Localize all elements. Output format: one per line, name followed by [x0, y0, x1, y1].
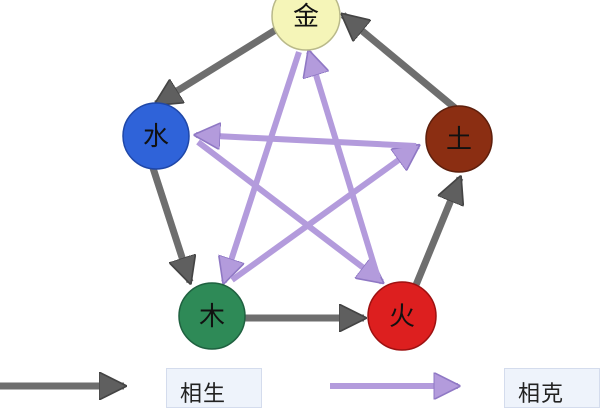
arrow-water-to-wood [149, 166, 190, 282]
arrow-fire-to-earth [412, 178, 460, 287]
node-wood-label: 木 [199, 302, 225, 332]
node-earth-circle [425, 105, 493, 173]
arrow-fire-to-metal [309, 52, 381, 279]
element-nodes: 金 水 土 木 火 [122, 0, 493, 351]
node-wood: 木 [178, 282, 246, 350]
node-earth-label: 土 [446, 125, 472, 155]
node-metal-label: 金 [293, 2, 319, 32]
arrow-water-to-fire [196, 139, 382, 282]
node-metal: 金 [271, 0, 341, 51]
node-water: 水 [122, 102, 190, 170]
legend-overcome-label: 相克 [518, 382, 565, 407]
arrow-metal-to-wood [224, 51, 302, 282]
node-wood-circle [178, 282, 246, 350]
arrow-earth-to-metal [343, 15, 458, 111]
node-metal-circle [271, 0, 341, 51]
generating-arrows [149, 15, 460, 318]
node-fire-circle [367, 281, 437, 351]
node-water-label: 水 [143, 122, 169, 152]
arrow-wood-to-earth [230, 146, 418, 283]
arrow-earth-to-water [196, 135, 417, 146]
node-water-circle [122, 102, 190, 170]
overcoming-arrows [196, 52, 418, 282]
legend-generate-label: 相生 [180, 382, 227, 407]
node-fire-label: 火 [389, 302, 415, 332]
node-fire: 火 [367, 281, 437, 351]
arrow-metal-to-water [156, 23, 284, 107]
node-earth: 土 [425, 105, 493, 173]
